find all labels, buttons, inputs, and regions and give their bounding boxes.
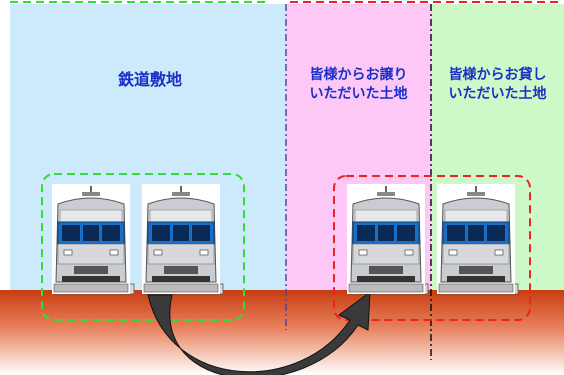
label-lent-line-2: いただいた土地 <box>448 86 547 102</box>
label-lent-land: 皆様からお貸し いただいた土地 <box>431 66 564 104</box>
label-railway-land: 鉄道敷地 <box>117 70 182 89</box>
label-transferred-line-2: いただいた土地 <box>309 86 408 102</box>
train-moved-1 <box>347 184 425 294</box>
label-transferred-line-1: 皆様からお譲り <box>309 67 408 83</box>
train-current-2 <box>142 184 220 294</box>
train-moved-2 <box>437 184 515 294</box>
train-current-1 <box>52 184 130 294</box>
ground-earth <box>0 290 564 375</box>
moved-trains-group-outline <box>333 175 531 321</box>
move-arrow <box>147 290 371 375</box>
label-lent-line-1: 皆様からお貸し <box>448 67 547 83</box>
label-transferred-land: 皆様からお譲り いただいた土地 <box>286 66 431 104</box>
